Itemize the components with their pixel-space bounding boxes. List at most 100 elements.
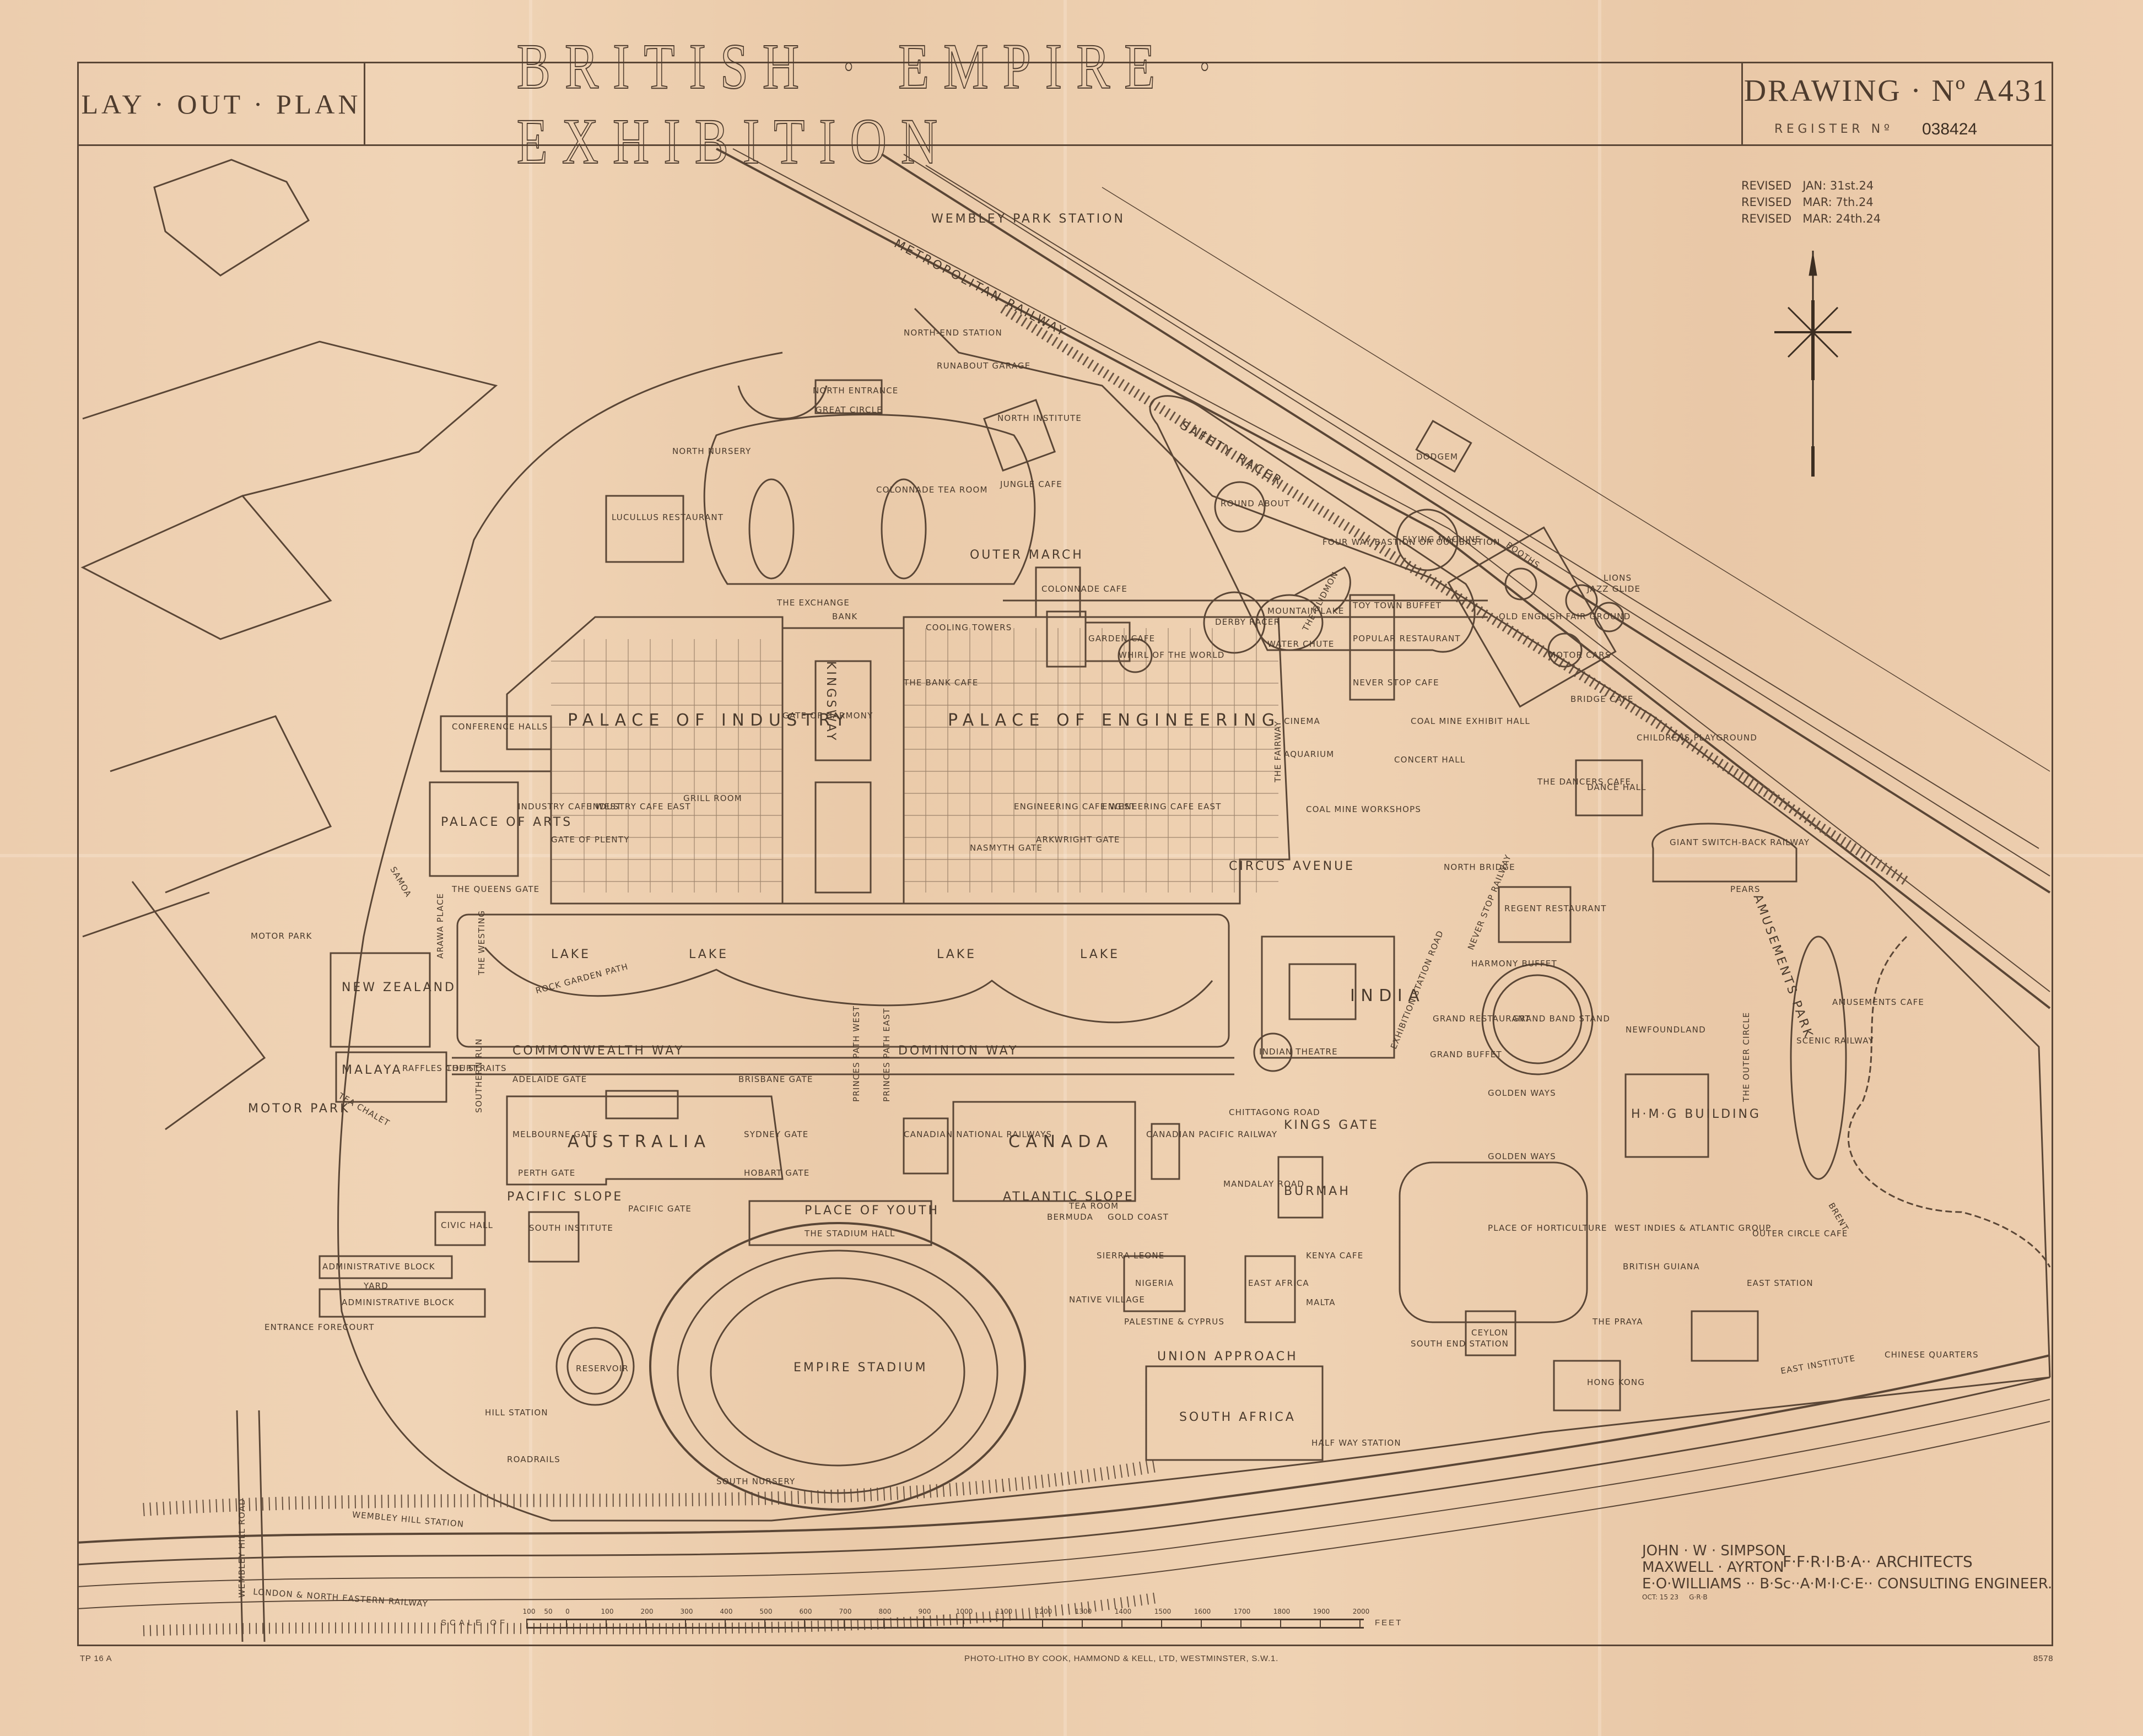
label-tea-room: TEA ROOM	[1069, 1201, 1119, 1211]
credit-simpson: JOHN · W · SIMPSON	[1642, 1543, 1786, 1559]
north-arrow-compass-icon	[1774, 251, 1851, 477]
paper-fold	[529, 0, 532, 1736]
title-block-divider	[364, 62, 365, 144]
label-lake-3: LAKE	[937, 948, 976, 961]
label-golden-ways-1: GOLDEN WAYS	[1488, 1088, 1556, 1098]
register-label: REGISTER Nº	[1774, 122, 1893, 136]
label-garden-cafe: GARDEN CAFE	[1088, 634, 1156, 643]
label-roadrails: ROADRAILS	[507, 1454, 560, 1464]
label-palace-of-engineering: PALACE OF ENGINEERING	[948, 711, 1281, 730]
label-bridge-cafe: BRIDGE CAFE	[1570, 694, 1634, 704]
label-north-entrance: NORTH ENTRANCE	[813, 386, 899, 396]
label-gate-of-harmony: GATE OF HARMONY	[782, 711, 873, 721]
label-cooling-towers: COOLING TOWERS	[926, 623, 1012, 632]
label-kenya-cafe: KENYA CAFE	[1306, 1251, 1364, 1261]
label-australia: AUSTRALIA	[568, 1132, 711, 1151]
label-industry-cafe-west: INDUSTRY CAFE WEST	[518, 802, 622, 812]
label-engineering-cafe-east: ENGINEERING CAFE EAST	[1102, 802, 1222, 812]
label-south-africa: SOUTH AFRICA	[1179, 1410, 1296, 1424]
label-lions: LIONS	[1604, 573, 1632, 583]
label-palestine-cyprus: PALESTINE & CYPRUS	[1124, 1317, 1225, 1327]
label-canadian-pacific-railway: CANADIAN PACIFIC RAILWAY	[1146, 1129, 1278, 1139]
label-reservoir: RESERVOIR	[576, 1364, 629, 1373]
credit-ayrton: MAXWELL · AYRTON	[1642, 1559, 1784, 1576]
label-giant-switch-back-railway: GIANT SWITCH-BACK RAILWAY	[1670, 837, 1810, 847]
label-jazz-glide: JAZZ GLIDE	[1587, 584, 1641, 594]
label-administrative-block-2: ADMINISTRATIVE BLOCK	[342, 1297, 455, 1307]
revision-row: REVISED MAR: 24th.24	[1741, 212, 1881, 225]
label-golden-ways-2: GOLDEN WAYS	[1488, 1151, 1556, 1161]
label-old-english-fair-ground: OLD ENGLISH FAIR GROUND	[1499, 612, 1631, 621]
label-malaya: MALAYA	[342, 1063, 403, 1077]
label-southern-run: SOUTHERN RUN	[474, 1038, 484, 1113]
label-pacific-gate: PACIFIC GATE	[628, 1204, 692, 1214]
label-popular-restaurant: POPULAR RESTAURANT	[1353, 634, 1461, 643]
label-civic-hall: CIVIC HALL	[441, 1220, 494, 1230]
label-gate-of-plenty: GATE OF PLENTY	[551, 835, 630, 845]
label-hong-kong: HONG KONG	[1587, 1377, 1645, 1387]
label-yard: YARD	[364, 1281, 389, 1291]
label-north-bridge: NORTH BRIDGE	[1444, 862, 1515, 872]
scale-label: SCALE OF	[441, 1618, 509, 1627]
label-grand-restaurant: GRAND RESTAURANT	[1433, 1014, 1531, 1024]
label-hmg-building: H·M·G BUILDING	[1631, 1107, 1761, 1121]
label-engineering-cafe-west: ENGINEERING CAFE WEST	[1014, 802, 1136, 812]
revision-row: REVISED JAN: 31st.24	[1741, 179, 1874, 192]
layout-plan-title: LAY · OUT · PLAN	[81, 88, 361, 120]
label-harmony-buffet: HARMONY BUFFET	[1471, 959, 1557, 969]
label-motor-park-1: MOTOR PARK	[251, 931, 312, 941]
label-grill-room: GRILL ROOM	[683, 793, 742, 803]
label-kings-gate: KINGS GATE	[1284, 1118, 1379, 1132]
label-palace-of-industry: PALACE OF INDUSTRY	[568, 711, 851, 730]
label-nasmyth-gate: NASMYTH GATE	[970, 843, 1043, 853]
label-grand-band-stand: GRAND BAND STAND	[1513, 1014, 1611, 1024]
label-native-village: NATIVE VILLAGE	[1069, 1295, 1146, 1305]
label-concert-hall: CONCERT HALL	[1394, 755, 1466, 765]
label-outer-circle-cafe: OUTER CIRCLE CAFE	[1752, 1229, 1848, 1239]
label-pacific-slope: PACIFIC SLOPE	[507, 1190, 624, 1204]
label-canadian-national-railways: CANADIAN NATIONAL RAILWAYS	[904, 1129, 1052, 1139]
label-south-nursery: SOUTH NURSERY	[716, 1477, 796, 1486]
title-drawing-cell: DRAWING · Nº A431	[1743, 63, 2050, 118]
drawing-number: DRAWING · Nº A431	[1743, 74, 2049, 108]
footer-printer-credit: PHOTO-LITHO BY COOK, HAMMOND & KELL, LTD…	[964, 1654, 1278, 1663]
label-conference-halls: CONFERENCE HALLS	[452, 722, 548, 732]
label-west-indies: WEST INDIES & ATLANTIC GROUP	[1615, 1223, 1772, 1233]
label-runabout-garage: RUNABOUT GARAGE	[937, 361, 1031, 371]
label-the-westing: THE WESTING	[477, 910, 487, 975]
label-regent-restaurant: REGENT RESTAURANT	[1504, 904, 1607, 913]
label-four-way-bastion: FOUR WAY BASTION OR OUT BASTION	[1322, 537, 1500, 547]
label-burmah: BURMAH	[1284, 1185, 1351, 1198]
revision-list: REVISED JAN: 31st.24 REVISED MAR: 7th.24…	[1741, 177, 1881, 227]
label-the-praya: THE PRAYA	[1593, 1317, 1643, 1327]
label-the-outer-circle: THE OUTER CIRCLE	[1741, 1012, 1751, 1102]
label-newfoundland: NEWFOUNDLAND	[1626, 1025, 1706, 1035]
label-east-africa: EAST AFRICA	[1248, 1278, 1309, 1288]
label-toy-town-buffet: TOY TOWN BUFFET	[1353, 601, 1442, 610]
label-pears: PEARS	[1730, 884, 1761, 894]
label-derby-racer: DERBY RACER	[1215, 617, 1281, 627]
label-motor-park-2: MOTOR PARK	[248, 1102, 350, 1116]
label-malta: MALTA	[1306, 1297, 1336, 1307]
paper-fold	[1064, 0, 1067, 1736]
label-new-zealand: NEW ZEALAND	[342, 981, 456, 994]
label-great-circle: GREAT CIRCLE	[816, 405, 883, 415]
label-mountain-lake: MOUNTAIN LAKE	[1267, 606, 1345, 616]
label-british-guiana: BRITISH GUIANA	[1623, 1262, 1700, 1272]
label-never-stop-cafe: NEVER STOP CAFE	[1353, 678, 1439, 688]
label-hill-station: HILL STATION	[485, 1408, 548, 1418]
label-jungle-cafe: JUNGLE CAFE	[1000, 479, 1062, 489]
scale-bar-graphic	[526, 1619, 1364, 1629]
label-arawa-place: ARAWA PLACE	[435, 893, 445, 959]
credit-architects: F·F·R·I·B·A·· ARCHITECTS	[1783, 1553, 1973, 1571]
label-the-dancers-cafe: THE DANCERS CAFE	[1537, 777, 1632, 787]
label-nigeria: NIGERIA	[1135, 1278, 1174, 1288]
label-south-end-station: SOUTH END STATION	[1411, 1339, 1509, 1349]
label-the-bank-cafe: THE BANK CAFE	[904, 678, 979, 688]
label-indian-theatre: INDIAN THEATRE	[1259, 1047, 1338, 1057]
label-chinese-quarters: CHINESE QUARTERS	[1885, 1350, 1979, 1360]
label-canada: CANADA	[1008, 1132, 1114, 1151]
label-arkwright-gate: ARKWRIGHT GATE	[1036, 835, 1120, 845]
label-india: INDIA	[1350, 986, 1426, 1005]
